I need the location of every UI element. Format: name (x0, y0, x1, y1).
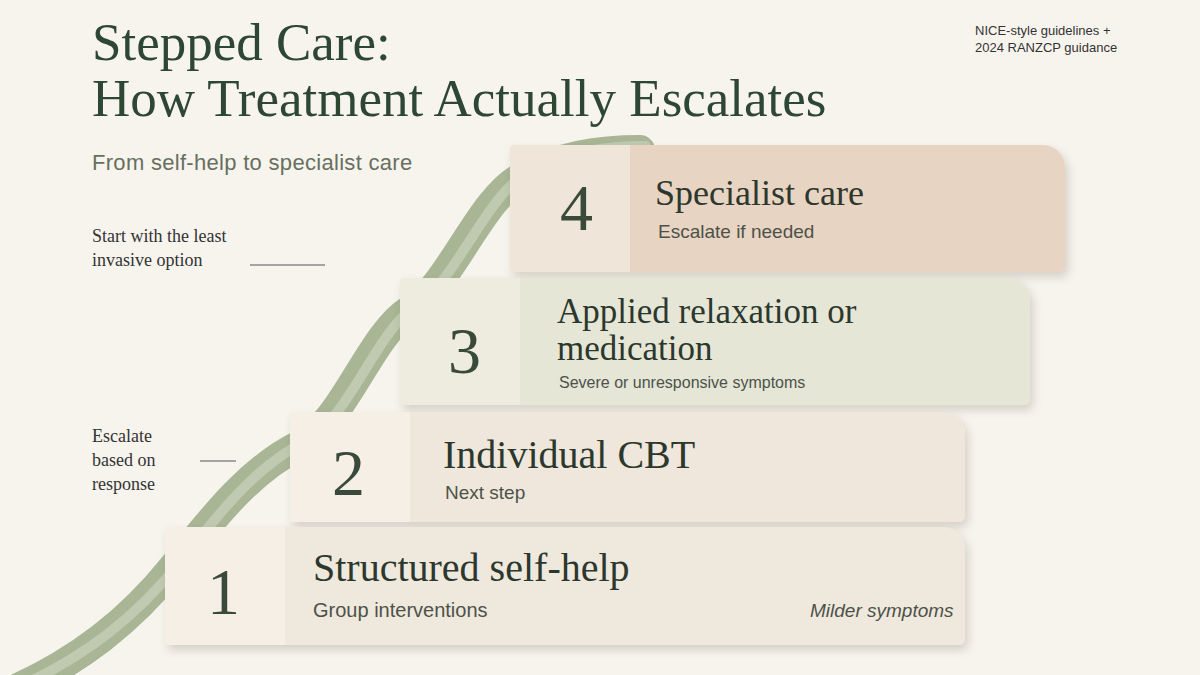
step-subtitle: Severe or unresponsive symptoms (559, 374, 999, 392)
step-box: 3 Applied relaxation or medicationSevere … (400, 278, 1030, 405)
step-subtitle: Next step (445, 482, 845, 504)
step-note: Milder symptoms (810, 600, 960, 622)
step-number: 1 (207, 559, 240, 625)
step-heading: Individual CBT (443, 434, 903, 476)
step-box: 1 Structured self-helpGroup interventions… (165, 527, 965, 645)
step-number: 2 (332, 440, 365, 506)
step-box: 2 Individual CBT Next step (290, 412, 965, 522)
step-subtitle: Group interventions (313, 599, 663, 622)
title: Stepped Care: How Treatment Actually Esc… (92, 14, 1092, 126)
step-number: 4 (560, 175, 593, 241)
step-heading: Applied relaxation or medication (557, 294, 887, 368)
annotation-label: Start with the least invasive option (92, 224, 242, 272)
leader-line (250, 264, 325, 265)
step-heading: Structured self-help (313, 547, 813, 589)
step-number: 3 (448, 318, 481, 384)
leader-line (200, 460, 236, 461)
step-heading: Specialist care (655, 175, 1045, 213)
step-box: 4 Specialist careEscalate if needed (510, 145, 1065, 272)
annotation-label: NICE-style guidelines + 2024 RANZCP guid… (975, 22, 1140, 56)
step-subtitle: Escalate if needed (658, 221, 1048, 243)
annotation-label: Escalate based on response (92, 424, 187, 496)
